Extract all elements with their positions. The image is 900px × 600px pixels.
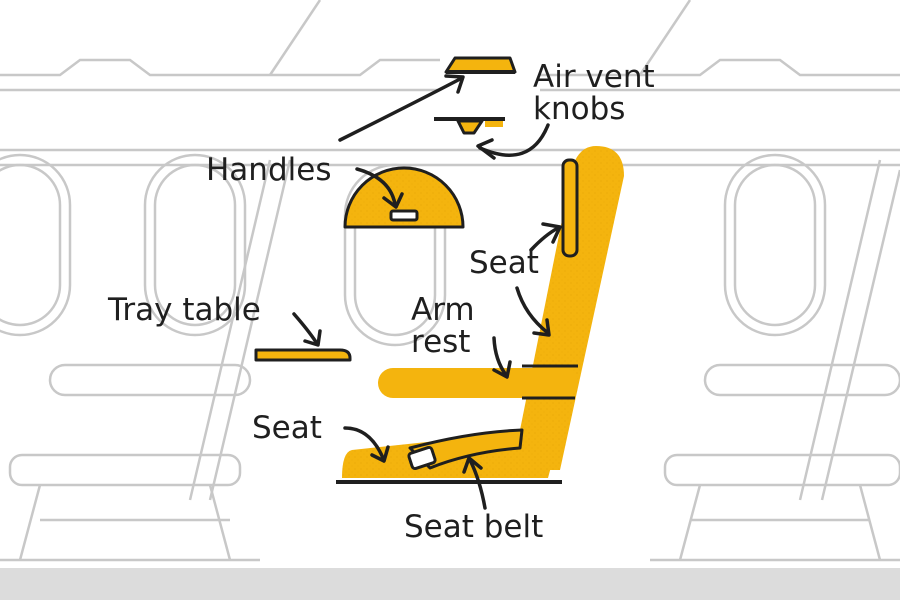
handle-dome	[343, 166, 465, 229]
label-arm: Arm	[411, 292, 475, 328]
label-seat-belt: Seat belt	[404, 509, 544, 545]
label-knobs: knobs	[533, 91, 626, 127]
label-tray-table: Tray table	[108, 292, 261, 328]
pointer-arrows	[292, 74, 562, 510]
label-seat-back: Seat	[469, 245, 539, 281]
air-vent-knobs	[434, 56, 517, 135]
cabin-floor	[0, 568, 900, 600]
label-seat-cushion: Seat	[252, 410, 322, 446]
cabin-background	[0, 0, 900, 562]
label-handles: Handles	[206, 152, 332, 188]
tray-table	[254, 348, 352, 362]
label-rest: rest	[411, 324, 471, 360]
label-air-vent: Air vent	[533, 59, 655, 95]
main-seat	[336, 146, 624, 484]
